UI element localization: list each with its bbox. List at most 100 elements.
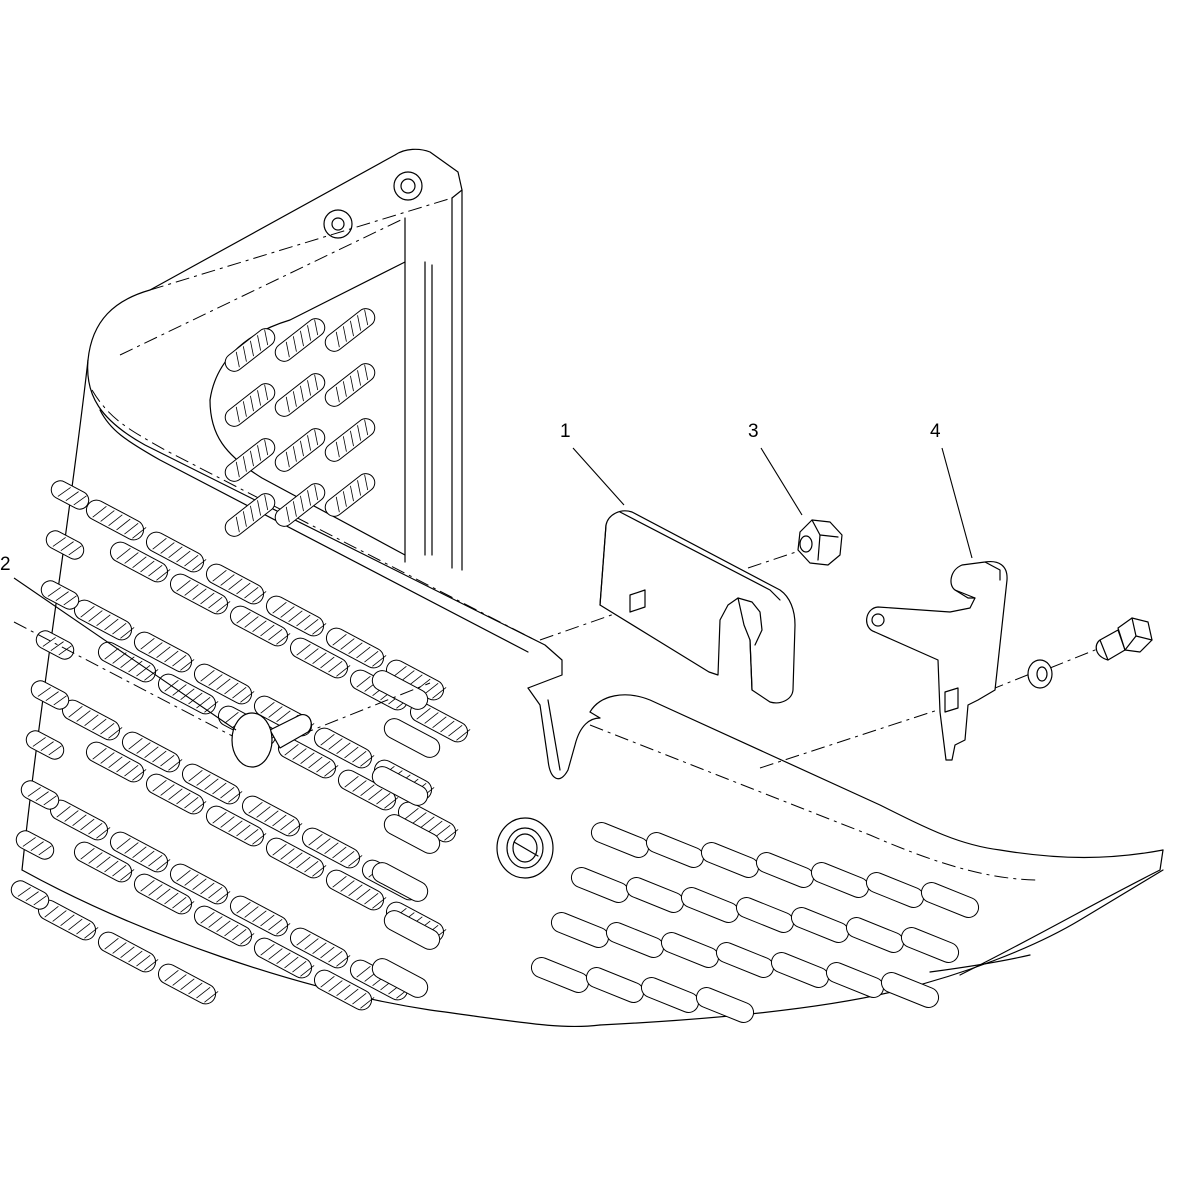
grille-slot — [845, 917, 905, 953]
grille-slot — [313, 969, 375, 1011]
grille-slot — [660, 932, 720, 968]
grille-slot — [735, 897, 795, 933]
grille-slot — [20, 780, 60, 810]
grille-slots — [10, 308, 980, 1023]
grille-slot — [224, 493, 276, 537]
grille-slot — [229, 895, 291, 937]
grille-slot — [274, 373, 326, 417]
grille-slot — [224, 383, 276, 427]
grille-slot — [97, 641, 159, 683]
grille-slot — [274, 428, 326, 472]
callout-2: 2 — [0, 554, 237, 731]
grille-slot — [37, 899, 99, 941]
grille-slot — [900, 927, 960, 963]
grille-slot — [825, 962, 885, 998]
grille-slot — [289, 637, 351, 679]
grille-slot — [371, 766, 429, 806]
grille-slot — [253, 937, 315, 979]
grille-slot — [865, 872, 925, 908]
grille-slot — [530, 957, 590, 993]
grille-slot — [289, 927, 351, 969]
grille-slot — [695, 987, 755, 1023]
grille-slot — [85, 741, 147, 783]
grille-slot — [169, 863, 231, 905]
grille-slot — [383, 718, 441, 758]
grille-slot — [73, 841, 135, 883]
callout-number-2: 2 — [0, 554, 11, 575]
grille-slot — [371, 958, 429, 998]
grille-slot — [645, 832, 705, 868]
grille-slot — [625, 877, 685, 913]
grille-slot — [325, 627, 387, 669]
callout-4: 4 — [930, 421, 973, 559]
grille-slot — [45, 530, 85, 560]
grille-slot — [324, 363, 376, 407]
grille-slot — [50, 480, 90, 510]
grille-slot — [30, 680, 70, 710]
grille-slot — [680, 887, 740, 923]
grille-slot — [157, 673, 219, 715]
grille-slot — [313, 727, 375, 769]
grille-slot — [265, 595, 327, 637]
callout-number-3: 3 — [748, 421, 759, 442]
grille-slot — [193, 905, 255, 947]
grille-slot — [324, 418, 376, 462]
grille-slot — [224, 328, 276, 372]
grille-slot — [325, 869, 387, 911]
grille-slot — [205, 563, 267, 605]
grille-slot — [10, 880, 50, 910]
grille-slot — [700, 842, 760, 878]
grille-slot — [810, 862, 870, 898]
grille-slot — [920, 882, 980, 918]
grille-slot — [35, 630, 75, 660]
grille-slot — [371, 670, 429, 710]
callout-3: 3 — [748, 421, 803, 516]
grille-slot — [371, 862, 429, 902]
hex-bolt — [1095, 617, 1153, 661]
grille-slot — [274, 483, 326, 527]
grille-slot — [324, 473, 376, 517]
grille-slot — [40, 580, 80, 610]
grille-slot — [337, 769, 399, 811]
grille-slot — [169, 573, 231, 615]
grille-slot — [550, 912, 610, 948]
grille-slot — [193, 663, 255, 705]
grille-slot — [383, 814, 441, 854]
callout-number-1: 1 — [560, 421, 571, 442]
washer — [1027, 659, 1053, 689]
grille-slot — [229, 605, 291, 647]
grille-slot — [109, 541, 171, 583]
grille-slot — [205, 805, 267, 847]
grille-slot — [585, 967, 645, 1003]
grille-slot — [73, 599, 135, 641]
grille-slot — [133, 631, 195, 673]
grille-slot — [109, 831, 171, 873]
grille-slot — [383, 910, 441, 950]
grille-slot — [15, 830, 55, 860]
grille-slot — [590, 822, 650, 858]
grille-slot — [640, 977, 700, 1013]
assembly-centerlines — [13, 547, 1101, 769]
latch-plate — [866, 560, 1008, 761]
grille-slot — [301, 827, 363, 869]
grille-slot — [145, 773, 207, 815]
grille-slot — [385, 659, 447, 701]
grille-slot — [715, 942, 775, 978]
grille-slot — [265, 837, 327, 879]
grille-slot — [570, 867, 630, 903]
grille-slot — [181, 763, 243, 805]
grille-slot — [224, 438, 276, 482]
grille-slot — [133, 873, 195, 915]
grille-slot — [755, 852, 815, 888]
grille-slot — [770, 952, 830, 988]
grille-slot — [324, 308, 376, 352]
grille-slot — [157, 963, 219, 1005]
thumb-screw — [231, 712, 312, 768]
grille-slot — [85, 499, 147, 541]
callout-number-4: 4 — [930, 421, 941, 442]
grille-slot — [25, 730, 65, 760]
grille-slot — [880, 972, 940, 1008]
grille-slot — [241, 795, 303, 837]
hex-nut — [797, 519, 843, 566]
grille-slot — [790, 907, 850, 943]
